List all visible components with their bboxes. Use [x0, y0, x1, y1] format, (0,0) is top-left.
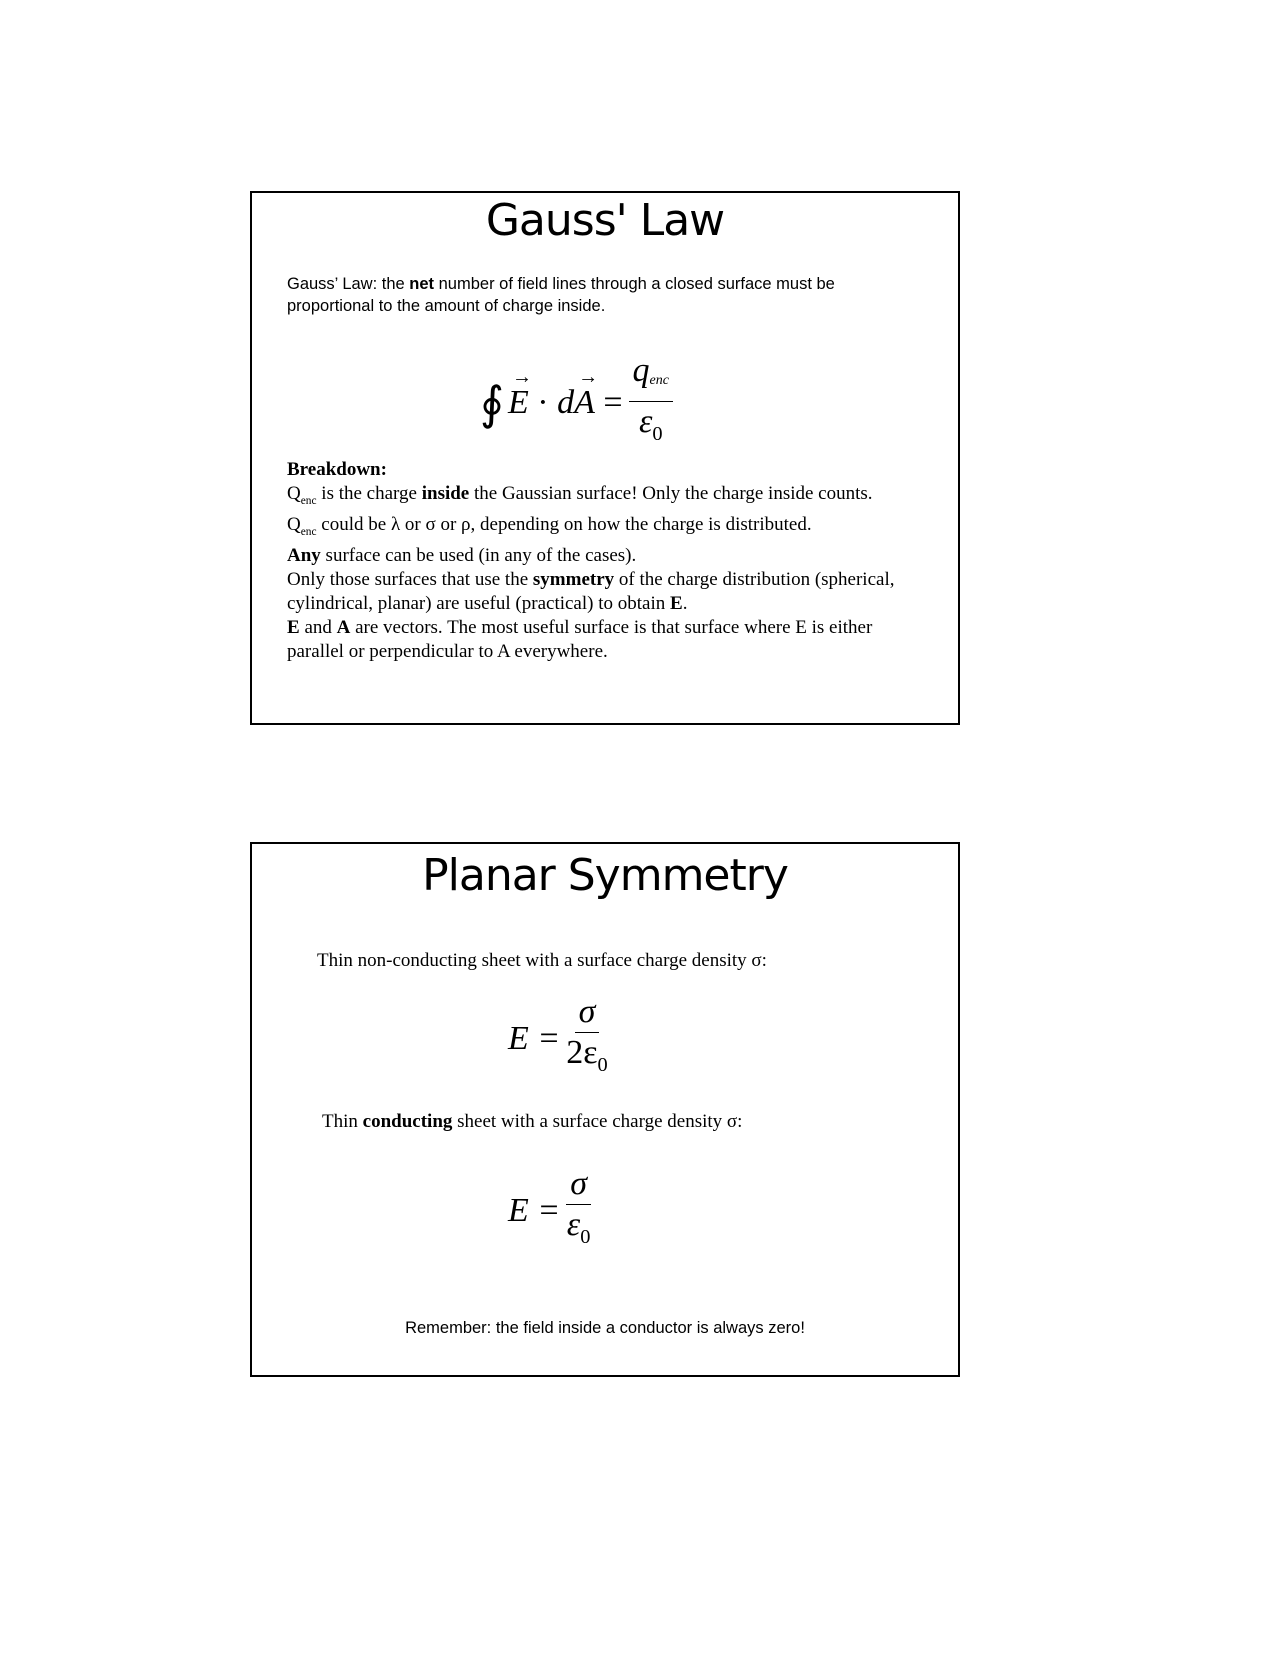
- text-run: surface can be used (in any of the cases…: [320, 544, 637, 566]
- denominator: 2ε: [566, 1034, 598, 1071]
- bold-text: conducting: [362, 1111, 453, 1132]
- text-line: Qenc could be λ or σ or ρ, depending on …: [287, 513, 894, 544]
- text-run: .: [682, 592, 688, 614]
- equals-sign: =: [594, 384, 623, 422]
- numerator: σ: [574, 994, 600, 1033]
- vector-E: E: [508, 366, 532, 422]
- fraction: σ ε0: [566, 1166, 591, 1257]
- text-run: Gauss’ Law: the: [287, 275, 410, 293]
- bold-text: E: [670, 592, 683, 614]
- slide-planar-symmetry: Planar Symmetry Thin non-conducting shee…: [250, 842, 960, 1377]
- text-run: sheet with a surface charge density σ:: [452, 1111, 743, 1132]
- bold-text: A: [336, 616, 351, 638]
- slide-title: Gauss' Law: [485, 195, 725, 246]
- text-run: is the charge: [316, 483, 422, 504]
- non-conducting-sheet-text: Thin non-conducting sheet with a surface…: [317, 949, 767, 973]
- lhs: E =: [508, 1020, 561, 1058]
- text-line: Thin non-conducting sheet with a surface…: [317, 949, 767, 973]
- closed-integral-symbol: ∮: [480, 378, 504, 430]
- differential-d: d: [557, 384, 575, 422]
- text-line: Qenc is the charge inside the Gaussian s…: [287, 482, 894, 513]
- text-run: Thin non-conducting sheet with a surface…: [317, 950, 767, 971]
- text-run: Only those surfaces that use the: [287, 568, 533, 590]
- text-run: are vectors. The most useful surface is …: [350, 616, 873, 638]
- conducting-equation: E = σ ε0: [508, 1166, 591, 1257]
- gauss-law-equation: ∮ E · d A = qenc ε0: [480, 353, 673, 454]
- dot-operator: ·: [528, 384, 558, 422]
- text-run: proportional to the amount of charge ins…: [287, 297, 606, 315]
- text-line: Breakdown:: [287, 458, 894, 482]
- conducting-sheet-text: Thin conducting sheet with a surface cha…: [322, 1110, 742, 1134]
- text-line: parallel or perpendicular to A everywher…: [287, 640, 894, 664]
- fraction: qenc ε0: [628, 352, 673, 454]
- text-run: and: [299, 616, 337, 638]
- denominator-subscript: 0: [597, 1053, 608, 1076]
- text-run: number of field lines through a closed s…: [434, 275, 835, 293]
- text-run: parallel or perpendicular to A everywher…: [287, 640, 608, 662]
- text-line: E and A are vectors. The most useful sur…: [287, 616, 894, 640]
- text-run: could be λ or σ or ρ, depending on how t…: [316, 513, 812, 535]
- numerator-subscript: enc: [649, 373, 669, 388]
- denominator: ε: [566, 1206, 581, 1243]
- non-conducting-equation: E = σ 2ε0: [508, 994, 608, 1085]
- bold-text: net: [409, 275, 435, 293]
- lhs: E =: [508, 1192, 561, 1230]
- bold-text: Any: [287, 544, 321, 566]
- slide-title: Planar Symmetry: [422, 850, 789, 901]
- text-run: Q: [287, 483, 301, 504]
- text-run: Thin: [322, 1111, 363, 1132]
- text-line: Only those surfaces that use the symmetr…: [287, 568, 894, 592]
- text-line: Gauss’ Law: the net number of field line…: [287, 273, 835, 295]
- text-line: Any surface can be used (in any of the c…: [287, 544, 894, 568]
- slide-gauss-law: Gauss' Law Gauss’ Law: the net number of…: [250, 191, 960, 725]
- bold-text: E: [287, 616, 300, 638]
- numerator: q: [632, 352, 650, 389]
- denominator-subscript: 0: [580, 1225, 591, 1248]
- vector-A: A: [574, 366, 598, 422]
- text-run: Q: [287, 513, 301, 535]
- bold-text: inside: [421, 483, 470, 504]
- text-line: Thin conducting sheet with a surface cha…: [322, 1110, 742, 1134]
- fraction: σ 2ε0: [566, 994, 607, 1085]
- denominator-subscript: 0: [652, 422, 663, 445]
- numerator: σ: [566, 1166, 591, 1205]
- intro-text: Gauss’ Law: the net number of field line…: [287, 273, 835, 317]
- text-run: of the charge distribution (spherical,: [614, 568, 895, 590]
- text-line: proportional to the amount of charge ins…: [287, 295, 835, 317]
- text-run: the Gaussian surface! Only the charge in…: [469, 483, 873, 504]
- bold-text: symmetry: [532, 568, 615, 590]
- subscript: enc: [300, 525, 317, 538]
- breakdown-text: Breakdown:Qenc is the charge inside the …: [287, 458, 894, 664]
- text-run: cylindrical, planar) are useful (practic…: [287, 592, 670, 614]
- reminder-note: Remember: the field inside a conductor i…: [405, 1319, 805, 1337]
- subscript: enc: [300, 494, 317, 507]
- text-line: cylindrical, planar) are useful (practic…: [287, 592, 894, 616]
- bold-text: Breakdown:: [287, 459, 387, 480]
- denominator: ε: [638, 403, 653, 440]
